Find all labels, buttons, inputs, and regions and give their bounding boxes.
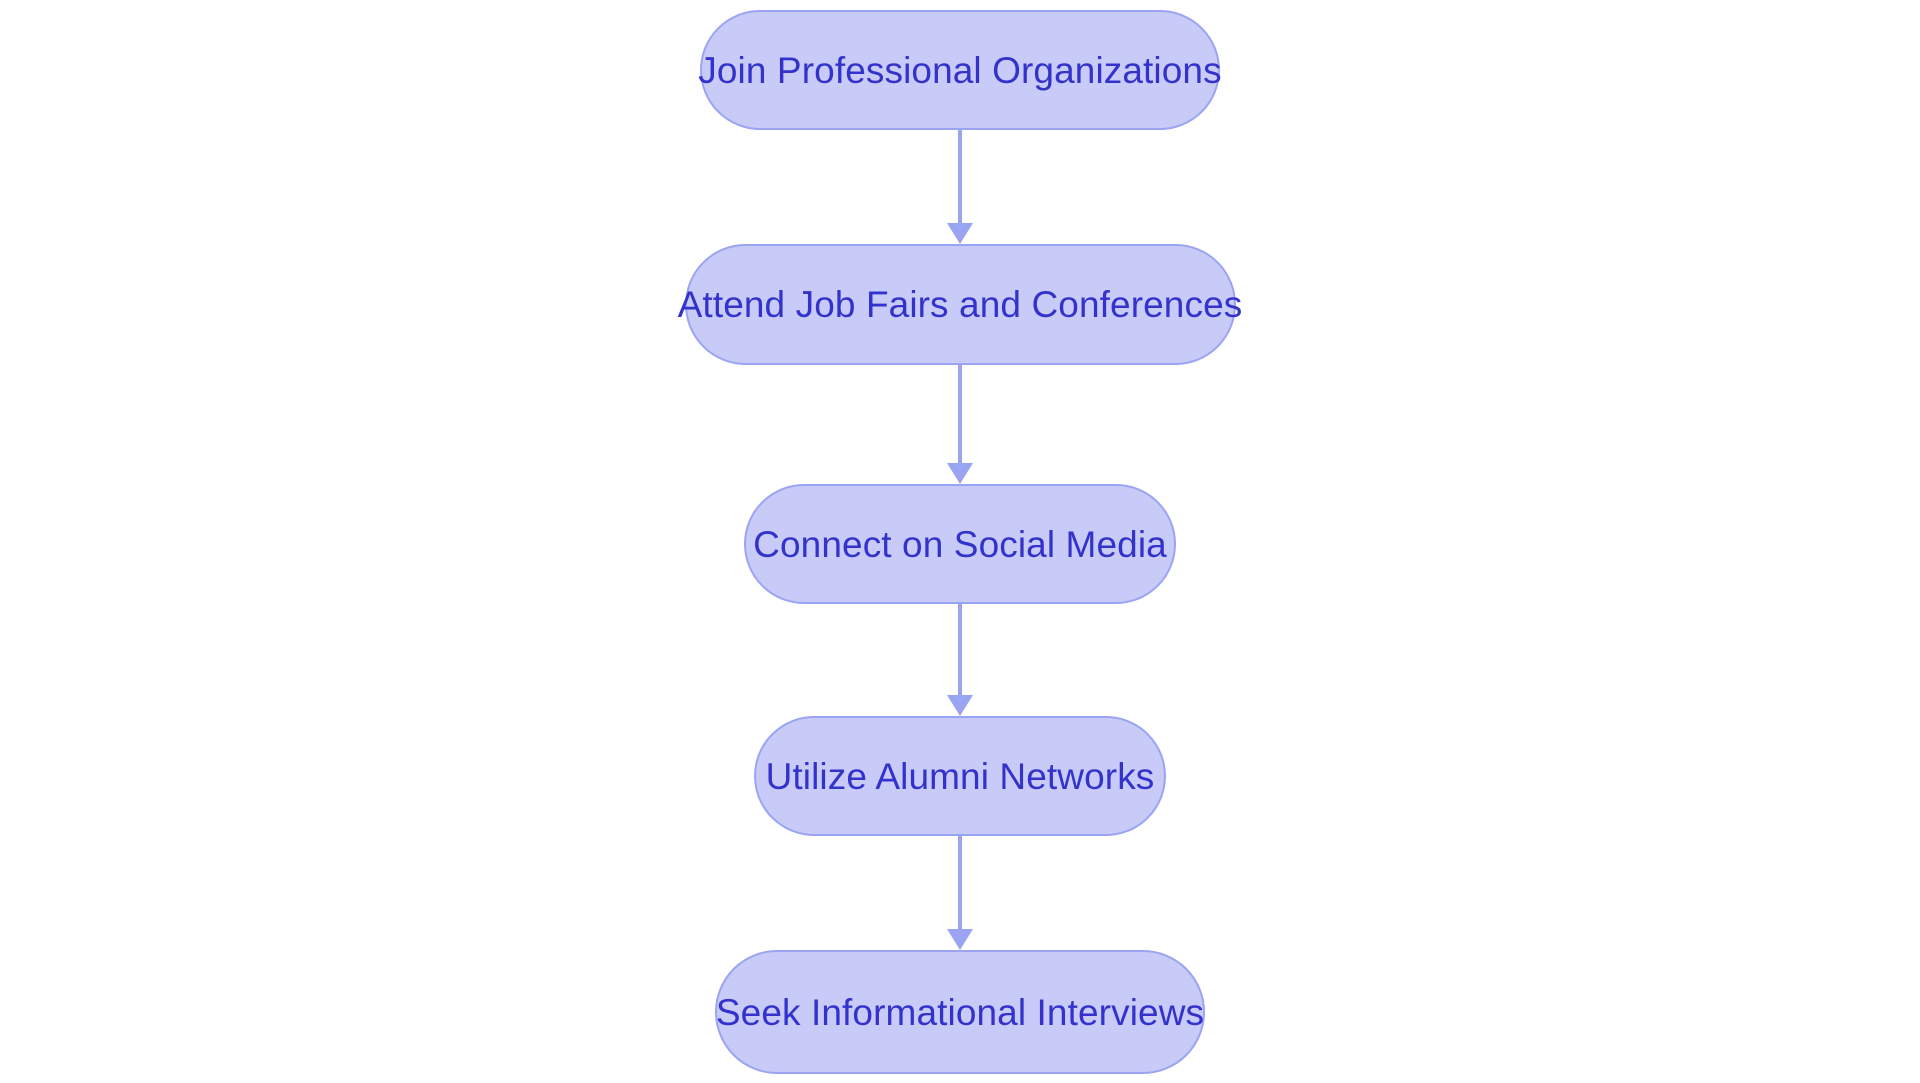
edge-2-line xyxy=(958,365,962,464)
flowchart-edge-3 xyxy=(940,604,980,716)
arrowhead-down-icon xyxy=(947,929,973,950)
flowchart-node-5[interactable]: Seek Informational Interviews xyxy=(715,950,1205,1074)
flowchart-node-4-label: Utilize Alumni Networks xyxy=(765,755,1155,797)
flowchart-node-5-label: Seek Informational Interviews xyxy=(715,991,1205,1033)
flowchart-node-1-label: Join Professional Organizations xyxy=(698,49,1222,91)
arrowhead-down-icon xyxy=(947,463,973,484)
edge-4-line xyxy=(958,836,962,930)
arrowhead-down-icon xyxy=(947,223,973,244)
flowchart-node-4[interactable]: Utilize Alumni Networks xyxy=(754,716,1166,836)
edge-3-line xyxy=(958,604,962,696)
flowchart-edge-2 xyxy=(940,365,980,484)
flowchart-edge-4 xyxy=(940,836,980,950)
flowchart-node-2-label: Attend Job Fairs and Conferences xyxy=(677,284,1243,325)
flowchart-node-3[interactable]: Connect on Social Media xyxy=(744,484,1176,604)
flowchart-node-2[interactable]: Attend Job Fairs and Conferences xyxy=(678,244,1242,365)
flowchart-node-3-label: Connect on Social Media xyxy=(753,523,1167,565)
edge-1-line xyxy=(958,130,962,224)
arrowhead-down-icon xyxy=(947,695,973,716)
flowchart-edge-1 xyxy=(940,130,980,244)
flowchart-node-1[interactable]: Join Professional Organizations xyxy=(698,10,1222,130)
